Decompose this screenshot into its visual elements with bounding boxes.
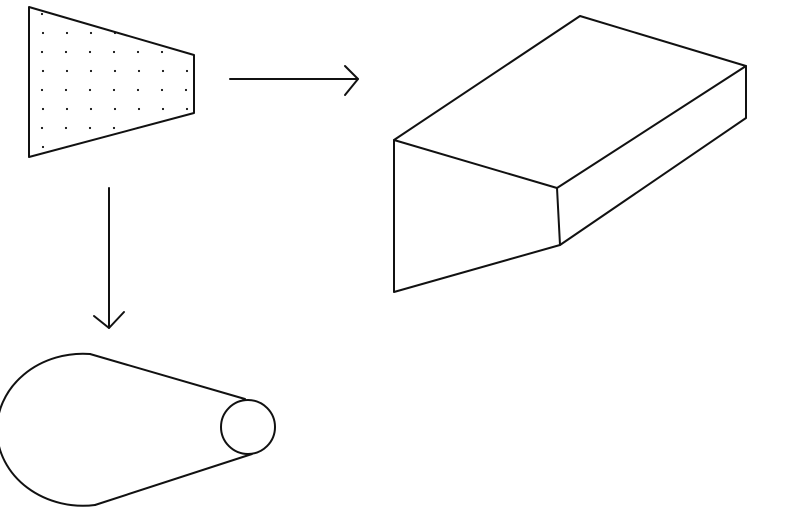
- trapezoid-dot: [136, 50, 140, 54]
- trapezoid-dot: [185, 69, 189, 73]
- trapezoid-dot: [161, 107, 165, 111]
- trapezoid-dot: [160, 88, 164, 92]
- trapezoid-dot: [161, 145, 165, 149]
- trapezoid-dot: [65, 69, 69, 73]
- trapezoid-dot: [88, 126, 92, 130]
- arrow-right-head: [344, 65, 359, 96]
- tapered-solid-top-edge: [89, 353, 246, 400]
- trapezoid-dot: [65, 107, 69, 111]
- trapezoid-dot: [137, 69, 141, 73]
- trapezoid-dot: [113, 145, 117, 149]
- trapezoid-dot: [40, 88, 44, 92]
- arrow-down: [93, 187, 125, 329]
- dotted-trapezoid: [28, 6, 195, 158]
- trapezoid-dot: [184, 12, 188, 16]
- trapezoid-dot: [112, 50, 116, 54]
- trapezoid-dot: [88, 50, 92, 54]
- trapezoid-dot: [160, 126, 164, 130]
- trapezoid-dot: [160, 12, 164, 16]
- prism-front-face: [393, 139, 561, 293]
- trapezoid-dot: [64, 88, 68, 92]
- trapezoid-dot: [41, 145, 45, 149]
- trapezoid-dot: [137, 145, 141, 149]
- trapezoid-dot: [40, 12, 44, 16]
- trapezoid-dot: [184, 126, 188, 130]
- trapezoid-dot: [112, 12, 116, 16]
- trapezoid-dot: [113, 69, 117, 73]
- trapezoid-dot: [161, 69, 165, 73]
- prism-side-face: [559, 65, 747, 246]
- trapezoid-dot: [160, 50, 164, 54]
- trapezoid-dot: [88, 12, 92, 16]
- trapezoid-dot: [112, 126, 116, 130]
- trapezoid-dot: [89, 69, 93, 73]
- tapered-solid-small-circle: [220, 399, 276, 455]
- trapezoid-dot: [185, 107, 189, 111]
- tapered-solid: [0, 352, 276, 507]
- trapezoid-dot: [89, 31, 93, 35]
- trapezoid-dot: [113, 107, 117, 111]
- trapezoid-dot: [137, 107, 141, 111]
- trapezoid-dot: [64, 12, 68, 16]
- trapezoid-dot: [64, 126, 68, 130]
- trapezoid-dot: [65, 31, 69, 35]
- trapezoid-dot: [185, 145, 189, 149]
- trapezoid-outline: [28, 6, 195, 158]
- trapezoid-dot: [40, 126, 44, 130]
- arrow-down-head: [93, 311, 125, 329]
- trapezoid-dot: [136, 88, 140, 92]
- arrow-right: [229, 65, 359, 96]
- trapezoid-dot: [112, 88, 116, 92]
- trapezoid-dot: [88, 88, 92, 92]
- trapezoid-dot: [41, 69, 45, 73]
- trapezoid-dot: [184, 88, 188, 92]
- prism-top-face: [393, 15, 747, 189]
- trapezoid-dot: [41, 107, 45, 111]
- trapezoid-dot: [136, 12, 140, 16]
- tapered-solid-large-arc: [0, 352, 96, 507]
- trapezoid-dot: [40, 50, 44, 54]
- trapezoid-dot: [89, 145, 93, 149]
- trapezoid-dot: [137, 31, 141, 35]
- extruded-prism: [393, 15, 747, 293]
- trapezoid-dot: [89, 107, 93, 111]
- tapered-solid-bottom-edge: [94, 453, 253, 506]
- trapezoid-dot: [161, 31, 165, 35]
- trapezoid-dot: [113, 31, 117, 35]
- trapezoid-dot: [64, 50, 68, 54]
- trapezoid-dot: [185, 31, 189, 35]
- trapezoid-dot: [41, 31, 45, 35]
- trapezoid-dot-pattern: [40, 12, 189, 149]
